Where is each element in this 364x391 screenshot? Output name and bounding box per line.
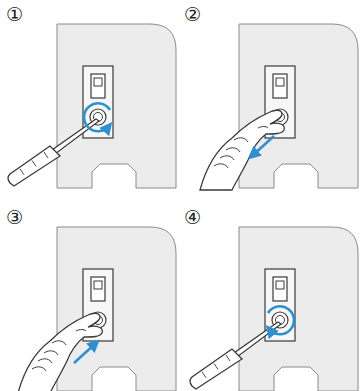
screwdriver: [190, 322, 281, 389]
step-panel: [8, 24, 176, 188]
step-number: ②: [184, 5, 201, 24]
step-panel: [18, 227, 176, 391]
device-housing: [239, 24, 358, 188]
switch: [91, 277, 105, 301]
device-housing: [57, 24, 176, 188]
switch: [91, 74, 105, 98]
switch-lever: [276, 281, 284, 289]
direction-arrow: [252, 136, 274, 156]
direction-arrow: [268, 306, 294, 334]
cover-plate: [265, 269, 295, 341]
switch-lever: [94, 281, 102, 289]
cover-plate: [83, 66, 113, 138]
step-number: ①: [6, 5, 23, 24]
step-number: ③: [6, 208, 23, 227]
step-panel: [200, 24, 358, 190]
switch: [273, 277, 287, 301]
step-number: ④: [184, 208, 201, 227]
direction-arrow: [74, 343, 96, 363]
device-housing: [239, 227, 358, 391]
switch: [273, 74, 287, 98]
direction-arrow: [84, 103, 110, 131]
hand: [200, 110, 284, 190]
hand: [18, 313, 102, 391]
switch-lever: [94, 78, 102, 86]
step-panel: [190, 227, 358, 391]
screwdriver: [8, 119, 99, 186]
device-housing: [57, 227, 176, 391]
switch-lever: [276, 78, 284, 86]
